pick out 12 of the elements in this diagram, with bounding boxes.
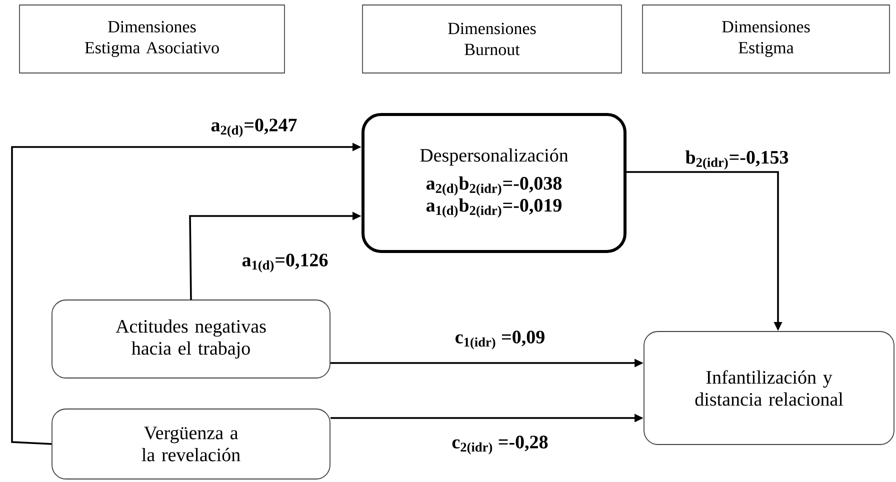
variable-box: Infantilización y distancia relacional [644,331,894,445]
mediator-box: Despersonalización a$_{2(d)}$b$_{2(idr)}$=-0,038 a$_{1(d)}$b$_{2(idr)}$=-0,019 [362,113,626,253]
edge-label: a$_{1(d)}$=0,126 [240,252,330,274]
column-header-box: Dimensiones Burnout [362,4,622,74]
edge-label: c$_{1(idr)}$ =0,09 [454,330,546,350]
edge-label: b$_{2(idr)}$=-0,153 [684,149,790,171]
edge-label: c$_{2(idr)}$ =-0,28 [450,434,550,456]
variable-box: Vergüenza a la revelación [52,408,330,480]
column-header-box: Dimensiones Estigma [642,4,890,74]
edge-label: a$_{2(d)}$=0,247 [210,118,298,138]
variable-box: Actitudes negativas hacia el trabajo [52,300,330,378]
column-header-box: Dimensiones Estigma Asociativo [19,4,285,74]
